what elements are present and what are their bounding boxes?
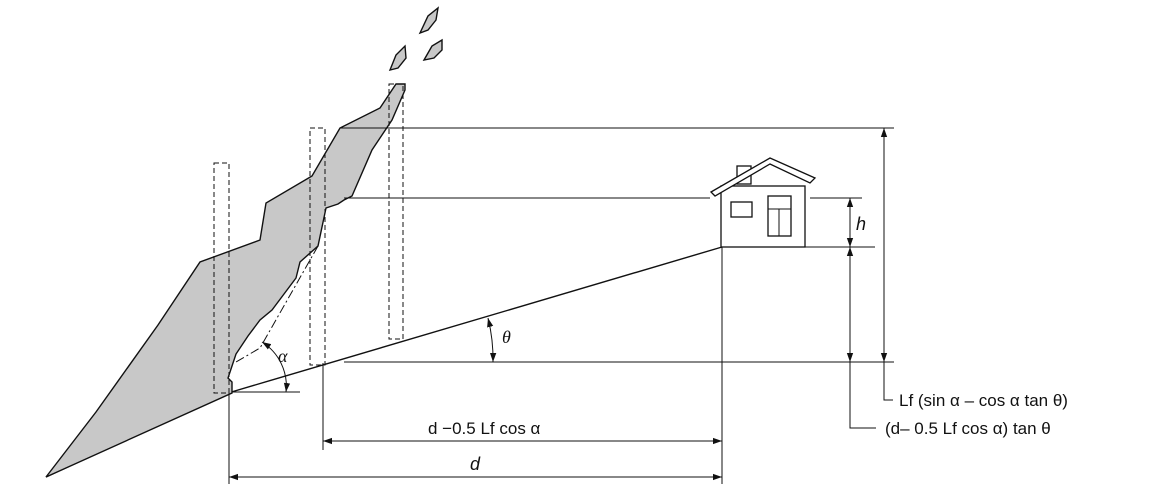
reference-lines bbox=[340, 127, 894, 248]
alpha-label: α bbox=[278, 346, 288, 366]
drop-height-dimension: Lf (sin α – cos α tan θ) bbox=[880, 128, 1068, 410]
h-label: h bbox=[856, 214, 866, 234]
house-icon bbox=[709, 157, 817, 248]
rock-mass bbox=[45, 83, 406, 478]
theta-label: θ bbox=[502, 327, 511, 347]
dashed-guides bbox=[213, 83, 404, 394]
d-label: d bbox=[470, 454, 481, 474]
offset-formula-label: (d– 0.5 Lf cos α) tan θ bbox=[885, 419, 1051, 438]
rock-fragment-icon bbox=[388, 6, 443, 72]
angle-theta: θ bbox=[344, 317, 894, 363]
height-h-dimension: h bbox=[846, 198, 866, 247]
offset-dimension: (d– 0.5 Lf cos α) tan θ bbox=[846, 247, 1051, 438]
d-minus-label: d −0.5 Lf cos α bbox=[428, 419, 541, 438]
angle-alpha: α bbox=[232, 341, 300, 393]
horizontal-dimensions: d −0.5 Lf cos α d bbox=[228, 247, 723, 484]
height-formula-label: Lf (sin α – cos α tan θ) bbox=[899, 391, 1068, 410]
